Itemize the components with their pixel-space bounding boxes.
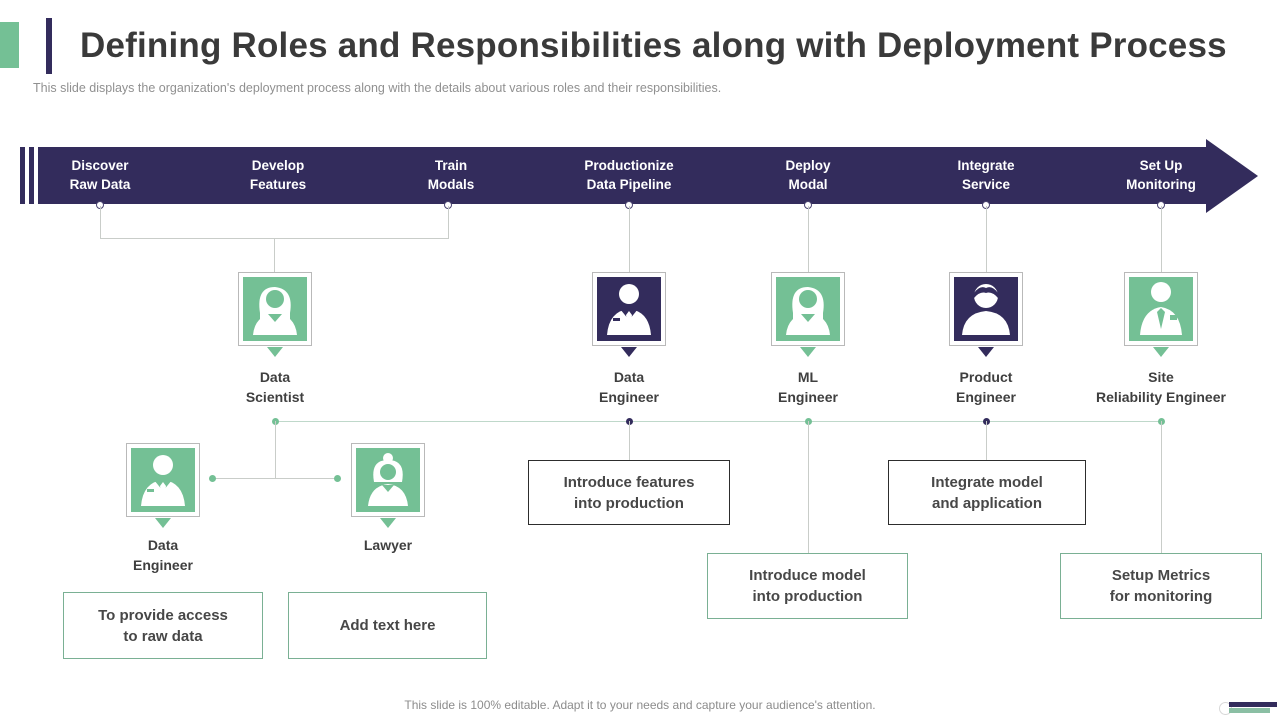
connector-dot <box>209 475 216 482</box>
role-label-data-scientist: Data Scientist <box>245 369 305 405</box>
role-label-site-reliability-engineer: Site Reliability Engineer <box>1096 369 1226 405</box>
callout-introduce-features: Introduce features into production <box>528 460 730 525</box>
banner-stripe-2 <box>29 147 34 204</box>
callout-integrate-model: Integrate model and application <box>888 460 1086 525</box>
title-accent-navy-bar <box>46 18 52 74</box>
ml-engineer-tile <box>771 272 845 346</box>
connector-line <box>100 206 101 238</box>
connector-line <box>448 206 449 238</box>
connector-line <box>808 421 809 553</box>
connector-dot <box>334 475 341 482</box>
role-label-ml-engineer: ML Engineer <box>778 369 838 405</box>
connector-line <box>986 206 987 272</box>
connector-line <box>986 421 987 460</box>
role-label-lawyer: Lawyer <box>363 537 413 553</box>
logo-green-bar <box>1229 708 1270 713</box>
site-reliability-engineer-tile <box>1124 272 1198 346</box>
logo-navy-bar <box>1229 702 1277 707</box>
stage-deploy-modal: Deploy Modal <box>785 157 831 192</box>
connector-line <box>274 238 275 272</box>
lawyer-tile <box>351 443 425 517</box>
male-suit-person-icon <box>131 448 195 512</box>
callout-setup-metrics: Setup Metrics for monitoring <box>1060 553 1262 619</box>
process-arrow-banner <box>38 147 1206 204</box>
pointer-triangle <box>267 347 283 357</box>
stage-develop-features: Develop Features <box>249 157 307 192</box>
female-person-icon <box>243 277 307 341</box>
male-tie-person-icon <box>1129 277 1193 341</box>
pointer-triangle <box>978 347 994 357</box>
male-suit-person-icon <box>597 277 661 341</box>
footer-note: This slide is 100% editable. Adapt it to… <box>404 698 876 712</box>
connector-line <box>1161 206 1162 272</box>
connector-line <box>808 206 809 272</box>
role-label-data-engineer: Data Engineer <box>599 369 659 405</box>
connector-line <box>629 206 630 272</box>
data-engineer-tile <box>592 272 666 346</box>
male-person-icon <box>954 277 1018 341</box>
banner-stripe-1 <box>20 147 25 204</box>
female-person-icon <box>776 277 840 341</box>
callout-add-text-here: Add text here <box>288 592 487 659</box>
page-subtitle: This slide displays the organization's d… <box>33 81 722 95</box>
pointer-triangle <box>800 347 816 357</box>
data-engineer-2-tile <box>126 443 200 517</box>
callout-provide-access: To provide access to raw data <box>63 592 263 659</box>
stage-integrate-service: Integrate Service <box>957 157 1015 192</box>
connector-line <box>629 421 630 460</box>
stage-set-up-monitoring: Set Up Monitoring <box>1126 157 1196 192</box>
product-engineer-tile <box>949 272 1023 346</box>
stage-train-modals: Train Modals <box>427 157 475 192</box>
pointer-triangle <box>621 347 637 357</box>
page-title: Defining Roles and Responsibilities alon… <box>80 26 1227 65</box>
arrow-head <box>1206 139 1258 213</box>
connector-line <box>212 478 337 479</box>
stage-discover-raw-data: Discover Raw Data <box>69 157 131 192</box>
connector-line <box>275 421 276 478</box>
connector-line <box>275 421 1161 422</box>
role-label-product-engineer: Product Engineer <box>956 369 1016 405</box>
pointer-triangle <box>1153 347 1169 357</box>
pointer-triangle <box>380 518 396 528</box>
data-scientist-tile <box>238 272 312 346</box>
connector-line <box>1161 421 1162 553</box>
title-accent-green-bar <box>0 22 19 68</box>
pointer-triangle <box>155 518 171 528</box>
stage-productionize-pipeline: Productionize Data Pipeline <box>584 157 674 192</box>
callout-introduce-model: Introduce model into production <box>707 553 908 619</box>
female-bun-person-icon <box>356 448 420 512</box>
role-label-data-engineer-2: Data Engineer <box>133 537 193 573</box>
